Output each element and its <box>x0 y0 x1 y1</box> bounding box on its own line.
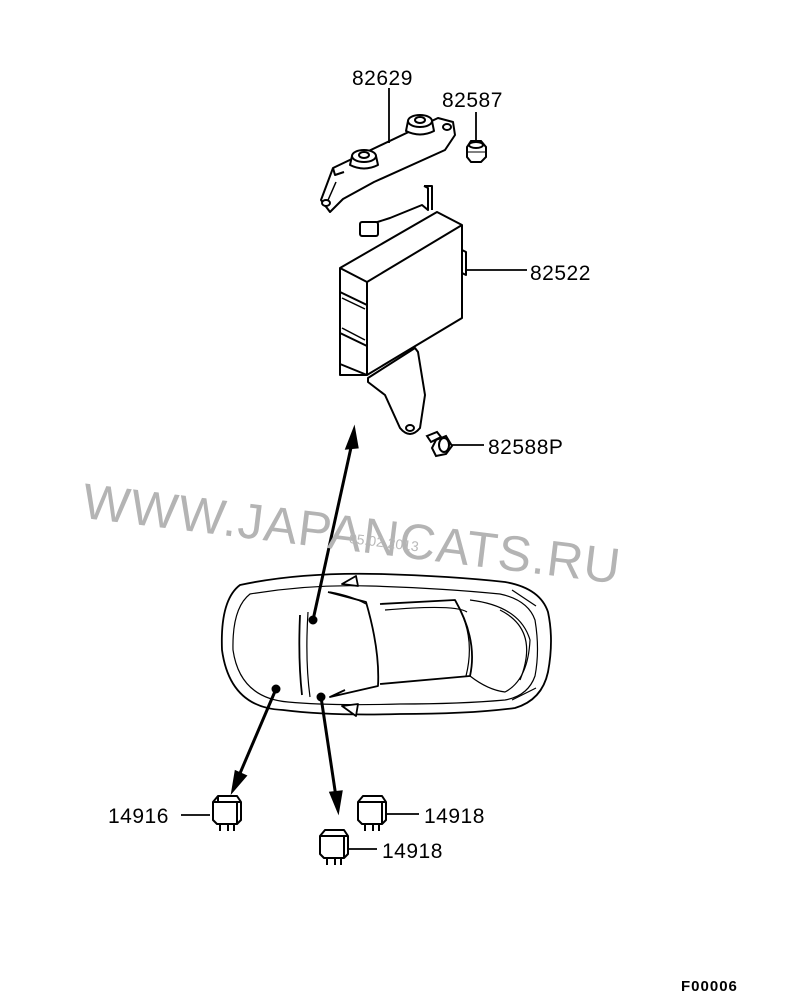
part-label-14918-lower: 14918 <box>382 840 443 863</box>
relay-14916 <box>212 795 242 831</box>
location-arrows <box>230 424 359 816</box>
vehicle-outline <box>220 572 552 717</box>
relay-14918-upper <box>357 795 387 831</box>
control-unit-82522 <box>339 185 467 435</box>
mounting-bracket-82629 <box>320 114 456 213</box>
nut-82587 <box>466 140 487 163</box>
leader-lines <box>181 88 527 850</box>
part-label-82588p: 82588P <box>488 436 564 459</box>
part-label-82522: 82522 <box>530 262 591 285</box>
part-label-82629: 82629 <box>352 67 413 90</box>
bolt-82588p <box>425 430 454 458</box>
part-label-82587: 82587 <box>442 89 503 112</box>
part-label-14916: 14916 <box>108 805 169 828</box>
relay-14918-lower <box>319 829 349 865</box>
part-label-14918-upper: 14918 <box>424 805 485 828</box>
figure-code: F00006 <box>681 978 738 995</box>
